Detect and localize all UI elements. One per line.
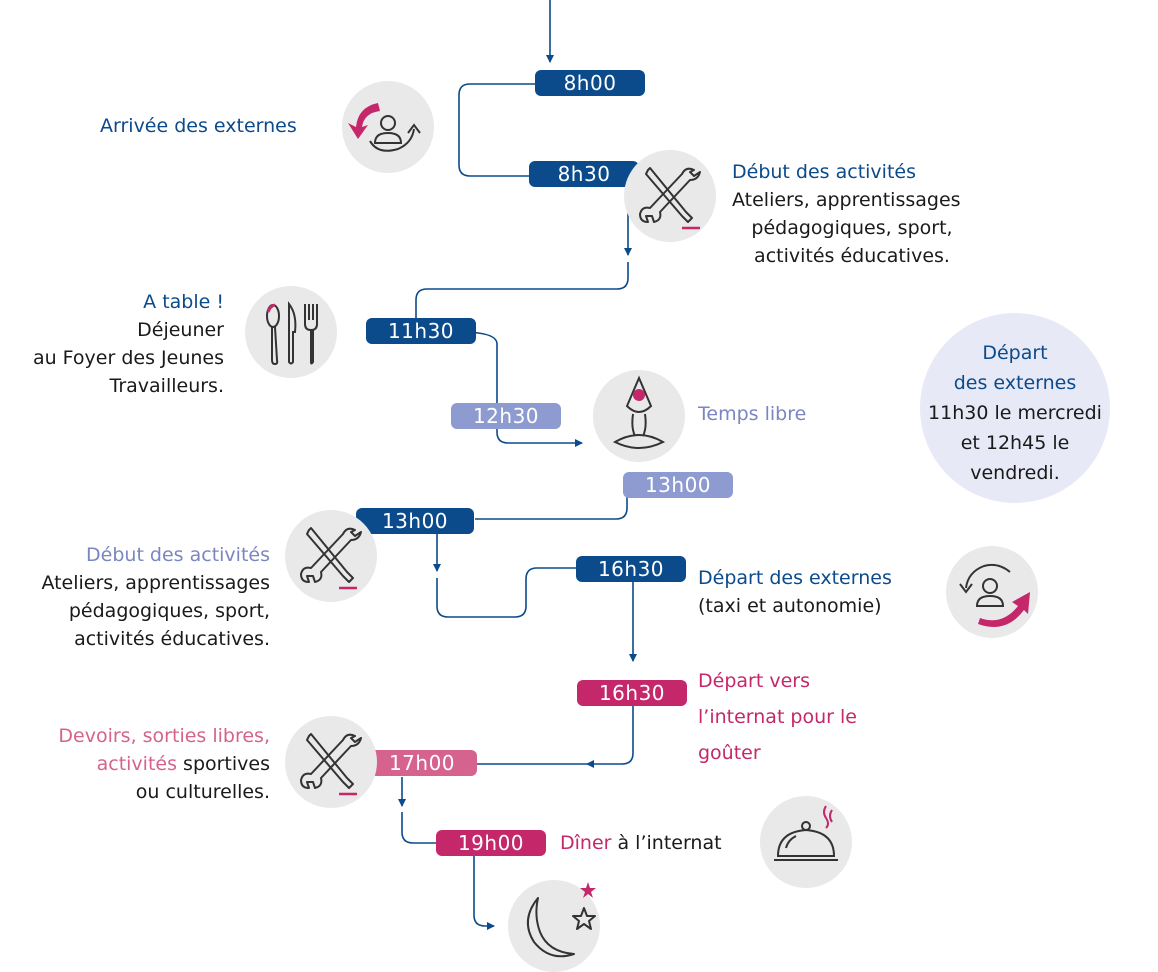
time-pill-1630-a: 16h30 — [576, 556, 686, 582]
cloche-icon — [760, 796, 852, 888]
devoirs-block: Devoirs, sorties libres, activités sport… — [58, 722, 270, 806]
cutlery-icon — [245, 286, 337, 378]
tools-icon — [285, 510, 377, 602]
moon-star-icon — [508, 880, 600, 972]
a-table-block: A table ! Déjeuner au Foyer des Jeunes T… — [33, 288, 224, 400]
time-pill-0830: 8h30 — [529, 161, 639, 187]
depart-vers-line2: l’internat pour le — [698, 706, 857, 728]
debut-activites-1-line1: Ateliers, apprentissages — [732, 189, 961, 211]
depart-externes-bubble: Départ des externes 11h30 le mercredi et… — [920, 313, 1110, 503]
debut-activites-2-line1: Ateliers, apprentissages — [41, 572, 270, 594]
tools-icon — [285, 716, 377, 808]
time-pill-1630-b: 16h30 — [577, 680, 687, 706]
person-departure-icon — [946, 546, 1038, 638]
depart-vers-line1: Départ vers — [698, 670, 810, 692]
a-table-line1: Déjeuner — [137, 319, 224, 341]
devoirs-line2-highlight: activités — [96, 753, 177, 775]
time-pill-1130: 11h30 — [366, 318, 476, 344]
debut-activites-2-title: Début des activités — [86, 544, 270, 566]
a-table-line3: Travailleurs. — [109, 375, 224, 397]
debut-activites-2: Début des activités Ateliers, apprentiss… — [41, 541, 270, 653]
time-pill-0800: 8h00 — [535, 70, 645, 96]
debut-activites-2-line2: pédagogiques, sport, — [68, 600, 270, 622]
time-pill-1900: 19h00 — [436, 830, 546, 856]
bubble-line2: des externes — [953, 372, 1077, 394]
tools-icon — [624, 150, 716, 242]
diner-label: Dîner à l’internat — [560, 829, 722, 857]
temps-libre-label: Temps libre — [698, 403, 807, 425]
depart-externes-label: Départ des externes — [698, 567, 892, 589]
depart-vers-line3: goûter — [698, 742, 761, 764]
a-table-line2: au Foyer des Jeunes — [32, 347, 224, 369]
bubble-line3: 11h30 le mercredi — [928, 402, 1102, 424]
time-pill-1300-b: 13h00 — [356, 508, 474, 534]
yoga-icon — [593, 370, 685, 462]
devoirs-line2: activités sportives — [58, 750, 270, 778]
person-arrival-icon — [342, 81, 434, 173]
devoirs-line2-rest: sportives — [177, 753, 270, 775]
debut-activites-1: Début des activités Ateliers, apprentiss… — [732, 158, 972, 270]
debut-activites-1-line3: activités éducatives. — [754, 245, 950, 267]
bubble-line4: et 12h45 le — [960, 432, 1070, 454]
devoirs-line3: ou culturelles. — [135, 781, 270, 803]
diner-rest: à l’internat — [611, 832, 722, 854]
debut-activites-1-line2: pédagogiques, sport, — [751, 217, 953, 239]
depart-externes-sub: (taxi et autonomie) — [698, 595, 882, 617]
bubble-line5: vendredi. — [970, 462, 1060, 484]
debut-activites-2-line3: activités éducatives. — [74, 628, 270, 650]
devoirs-line1: Devoirs, sorties libres, — [58, 725, 270, 747]
time-pill-1700: 17h00 — [367, 750, 477, 776]
bubble-line1: Départ — [982, 342, 1048, 364]
diner-highlight: Dîner — [560, 832, 612, 854]
debut-activites-1-title: Début des activités — [732, 161, 916, 183]
arrivee-externes-label: Arrivée des externes — [100, 115, 297, 137]
time-pill-1230: 12h30 — [451, 403, 561, 429]
time-pill-1300-a: 13h00 — [623, 472, 733, 498]
a-table-title: A table ! — [143, 291, 224, 313]
